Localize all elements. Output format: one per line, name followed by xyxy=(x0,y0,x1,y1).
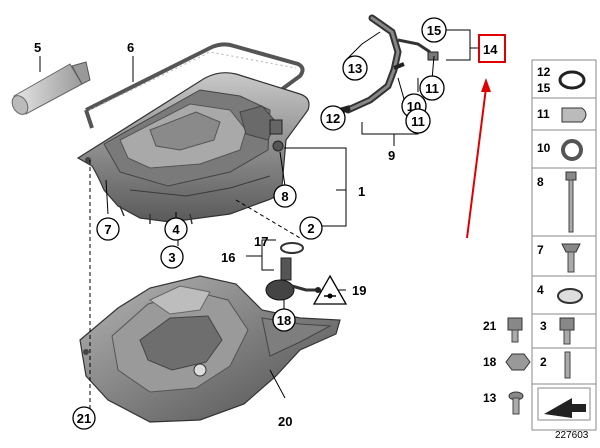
svg-text:8: 8 xyxy=(281,189,288,204)
svg-text:15: 15 xyxy=(427,23,441,38)
callout-7: 7 xyxy=(96,217,120,241)
legend-label-2: 2 xyxy=(540,355,547,369)
callout-11: 11 xyxy=(419,75,445,101)
svg-text:11: 11 xyxy=(425,81,439,96)
callout-11b: 11 xyxy=(405,108,431,134)
clamp-icon xyxy=(561,139,583,161)
svg-text:21: 21 xyxy=(77,411,91,426)
label-9: 9 xyxy=(388,148,395,163)
callout-18: 18 xyxy=(272,308,296,332)
label-17: 17 xyxy=(254,234,268,249)
upper-oil-pan-part xyxy=(76,72,310,225)
legend-label-13: 13 xyxy=(483,391,497,405)
reference-number: 227603 xyxy=(555,430,589,441)
callout-13: 13 xyxy=(342,55,368,81)
label-6: 6 xyxy=(127,40,134,55)
callout-3: 3 xyxy=(160,245,184,269)
highlight-box xyxy=(478,34,506,63)
legend-label-18: 18 xyxy=(483,355,497,369)
label-5: 5 xyxy=(34,40,41,55)
legend-label-15: 15 xyxy=(537,81,551,95)
dipstick-tube-part xyxy=(335,14,439,115)
stud-icon xyxy=(564,351,571,379)
legend-label-12: 12 xyxy=(537,65,551,79)
label-14: 14 xyxy=(483,42,498,57)
plain-labels: 5 6 1 9 14 17 16 19 20 xyxy=(34,40,498,429)
callout-8: 8 xyxy=(273,184,297,208)
sealant-tube-part xyxy=(11,61,91,115)
sensor-warning-icon xyxy=(312,274,348,305)
callout-4: 4 xyxy=(164,217,188,241)
short-bolt-icon xyxy=(559,317,575,345)
oil-pan-gasket-part xyxy=(84,42,305,129)
svg-text:3: 3 xyxy=(168,250,175,265)
svg-text:4: 4 xyxy=(172,222,180,237)
callout-2: 2 xyxy=(299,216,323,240)
callout-21: 21 xyxy=(72,406,96,430)
svg-text:2: 2 xyxy=(307,221,314,236)
legend-label-10: 10 xyxy=(537,141,551,155)
svg-text:13: 13 xyxy=(348,61,362,76)
legend-label-21: 21 xyxy=(483,319,497,333)
legend-label-4: 4 xyxy=(537,283,544,297)
svg-text:18: 18 xyxy=(277,313,291,328)
label-16: 16 xyxy=(221,250,235,265)
callout-12: 12 xyxy=(320,105,346,131)
legend-label-8: 8 xyxy=(537,175,544,189)
drain-plug-part xyxy=(269,119,283,135)
svg-text:12: 12 xyxy=(326,111,340,126)
long-bolt-icon xyxy=(565,171,577,233)
hex-bolt-icon xyxy=(507,317,523,343)
legend-label-3: 3 xyxy=(540,319,547,333)
direction-arrow-icon xyxy=(537,387,591,421)
svg-text:11: 11 xyxy=(411,114,425,129)
seal-ring-icon xyxy=(558,70,586,90)
legend-label-7: 7 xyxy=(537,243,544,257)
label-20: 20 xyxy=(278,414,292,429)
callout-15: 15 xyxy=(421,17,447,43)
washer-icon xyxy=(557,288,583,304)
clip-icon xyxy=(561,107,587,123)
oil-level-sensor-part xyxy=(265,242,321,301)
legend-label-11: 11 xyxy=(537,107,550,121)
highlight-arrow xyxy=(466,78,491,239)
svg-text:7: 7 xyxy=(104,222,111,237)
bolt-icon xyxy=(561,243,581,273)
lower-oil-pan-part xyxy=(79,275,341,423)
label-19: 19 xyxy=(352,283,366,298)
label-1: 1 xyxy=(358,184,365,199)
nut-icon xyxy=(505,353,531,371)
screw-icon xyxy=(508,391,524,415)
